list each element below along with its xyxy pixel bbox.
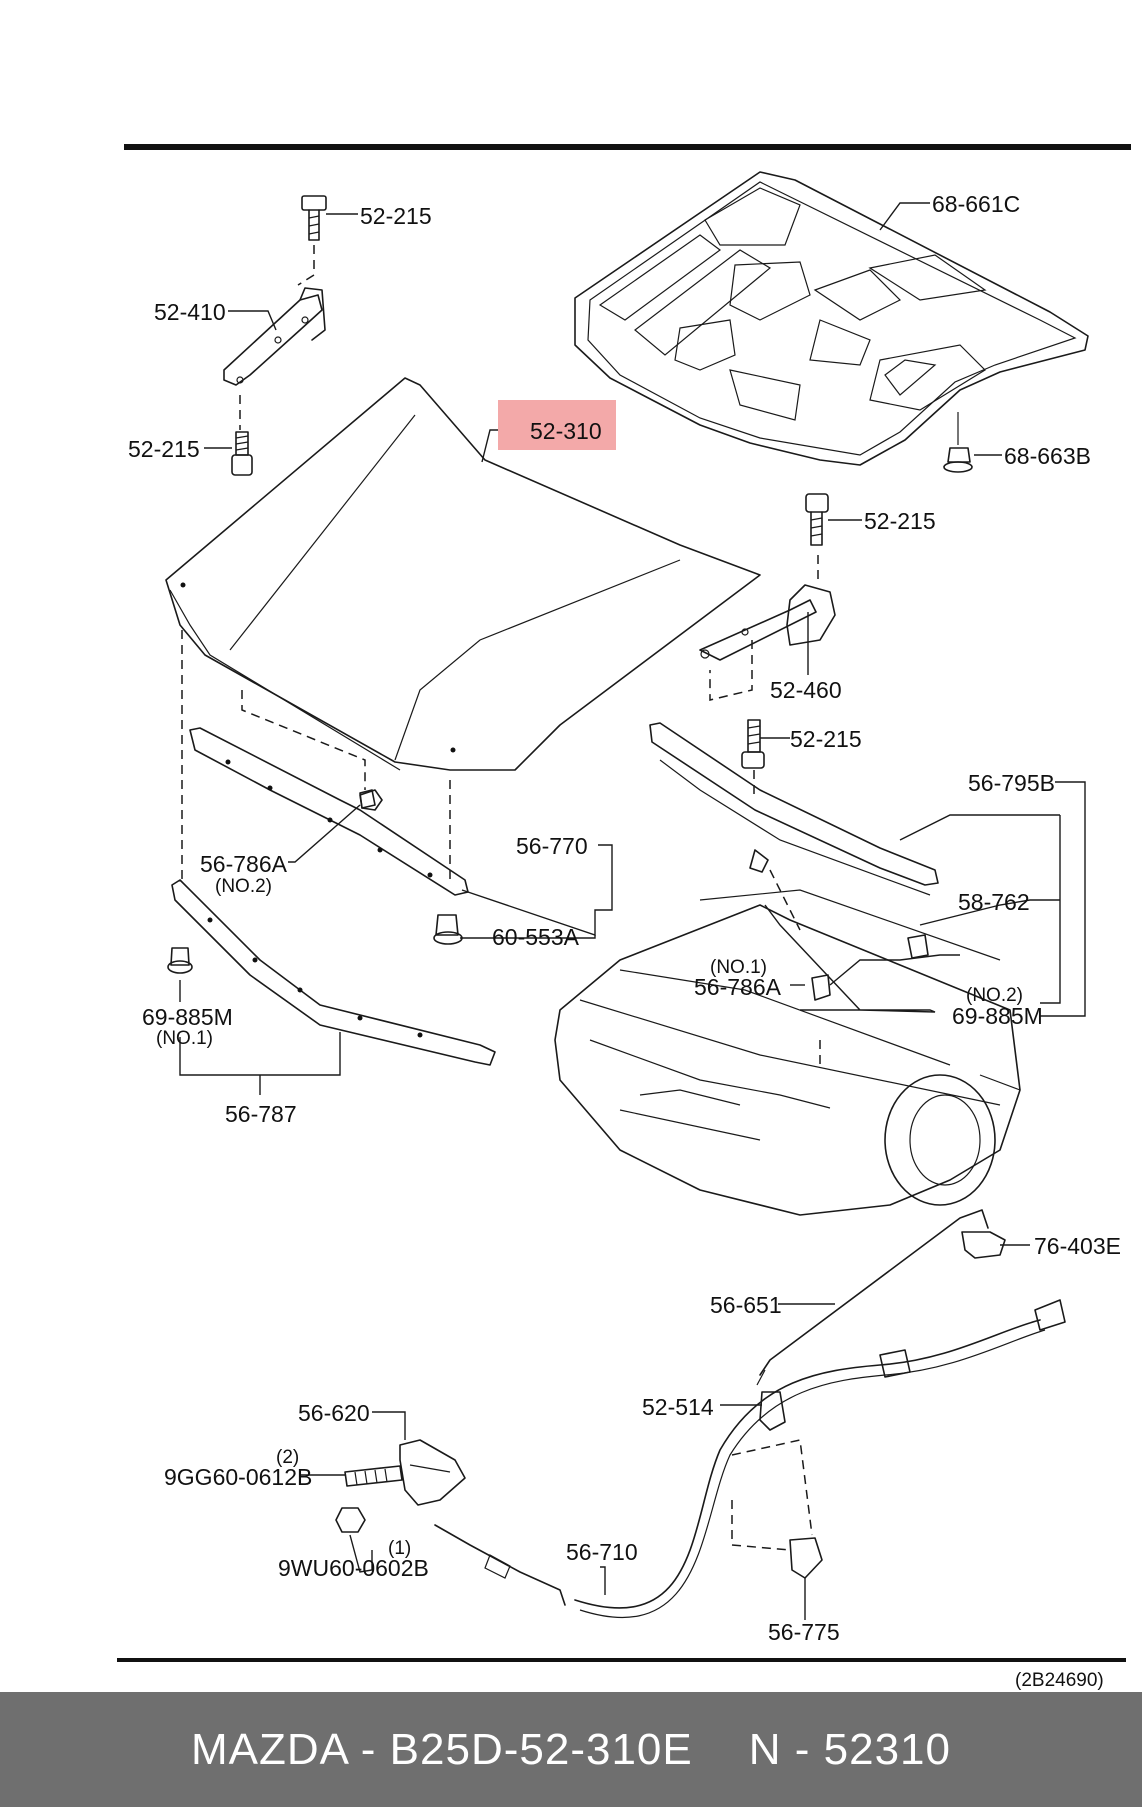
clip-68-663B: [943, 412, 973, 473]
label-qty-1: (1): [388, 1538, 411, 1559]
label-56-710: 56-710: [566, 1539, 638, 1565]
hood-insulator: [574, 171, 1089, 466]
hood-panel: [165, 377, 761, 771]
release-cable: [434, 1299, 1066, 1618]
label-56-775: 56-775: [768, 1619, 840, 1645]
seal-lower: [171, 879, 496, 1066]
label-52-215-b: 52-215: [128, 436, 200, 462]
label-52-215-a: 52-215: [360, 203, 432, 229]
label-68-661c: 68-661C: [932, 191, 1020, 217]
label-60-553a: 60-553A: [492, 924, 580, 950]
cable-bracket: [731, 1439, 823, 1579]
label-76-403e: 76-403E: [1034, 1233, 1121, 1259]
label-56-651: 56-651: [710, 1292, 782, 1318]
label-56-795b: 56-795B: [968, 770, 1055, 796]
car-body: [554, 889, 1021, 1216]
clips: [167, 789, 929, 1001]
prop-rod: [756, 1209, 1006, 1386]
hinge-right: [699, 493, 836, 800]
footer-bar: MAZDA - B25D-52-310E N - 52310: [0, 1692, 1142, 1807]
label-no2-a: (NO.2): [215, 876, 272, 897]
dash-lines: [181, 630, 821, 1065]
highlight-52-310: [498, 400, 616, 450]
label-qty-2: (2): [276, 1447, 299, 1468]
label-9wu60-0602b: 9WU60-0602B: [278, 1555, 429, 1581]
label-52-460: 52-460: [770, 677, 842, 703]
label-56-787: 56-787: [225, 1101, 297, 1127]
label-56-786a-b: 56-786A: [694, 974, 782, 1000]
cable-clip: [759, 1391, 786, 1431]
label-68-663b: 68-663B: [1004, 443, 1091, 469]
label-56-770: 56-770: [516, 833, 588, 859]
label-69-885m-b: 69-885M: [952, 1003, 1043, 1029]
label-9gg60-0612b: 9GG60-0612B: [164, 1464, 312, 1490]
label-52-310: 52-310: [530, 418, 602, 444]
label-52-215-d: 52-215: [790, 726, 862, 752]
label-52-514: 52-514: [642, 1394, 714, 1420]
label-56-786a-a: 56-786A: [200, 851, 288, 877]
label-69-885m-a: 69-885M: [142, 1004, 233, 1030]
label-diagram-code: (2B24690): [1015, 1670, 1104, 1691]
label-52-215-c: 52-215: [864, 508, 936, 534]
parts-diagram: 52-215 52-410 52-215 68-661C 52-310 68-6…: [117, 144, 1131, 1691]
footer-part-text: MAZDA - B25D-52-310E: [191, 1724, 693, 1774]
seal-rear: [649, 722, 939, 896]
hinge-left: [223, 195, 327, 476]
label-no2-b: (NO.2): [966, 985, 1023, 1006]
label-no1-b: (NO.1): [156, 1028, 213, 1049]
leader-lines: [179, 202, 1086, 1620]
label-56-620: 56-620: [298, 1400, 370, 1426]
label-no1-a: (NO.1): [710, 957, 767, 978]
label-52-410: 52-410: [154, 299, 226, 325]
labels: 52-215 52-410 52-215 68-661C 52-310 68-6…: [128, 191, 1121, 1691]
footer-number-text: N - 52310: [748, 1724, 951, 1774]
latch: [335, 1439, 466, 1533]
label-58-762: 58-762: [958, 889, 1030, 915]
